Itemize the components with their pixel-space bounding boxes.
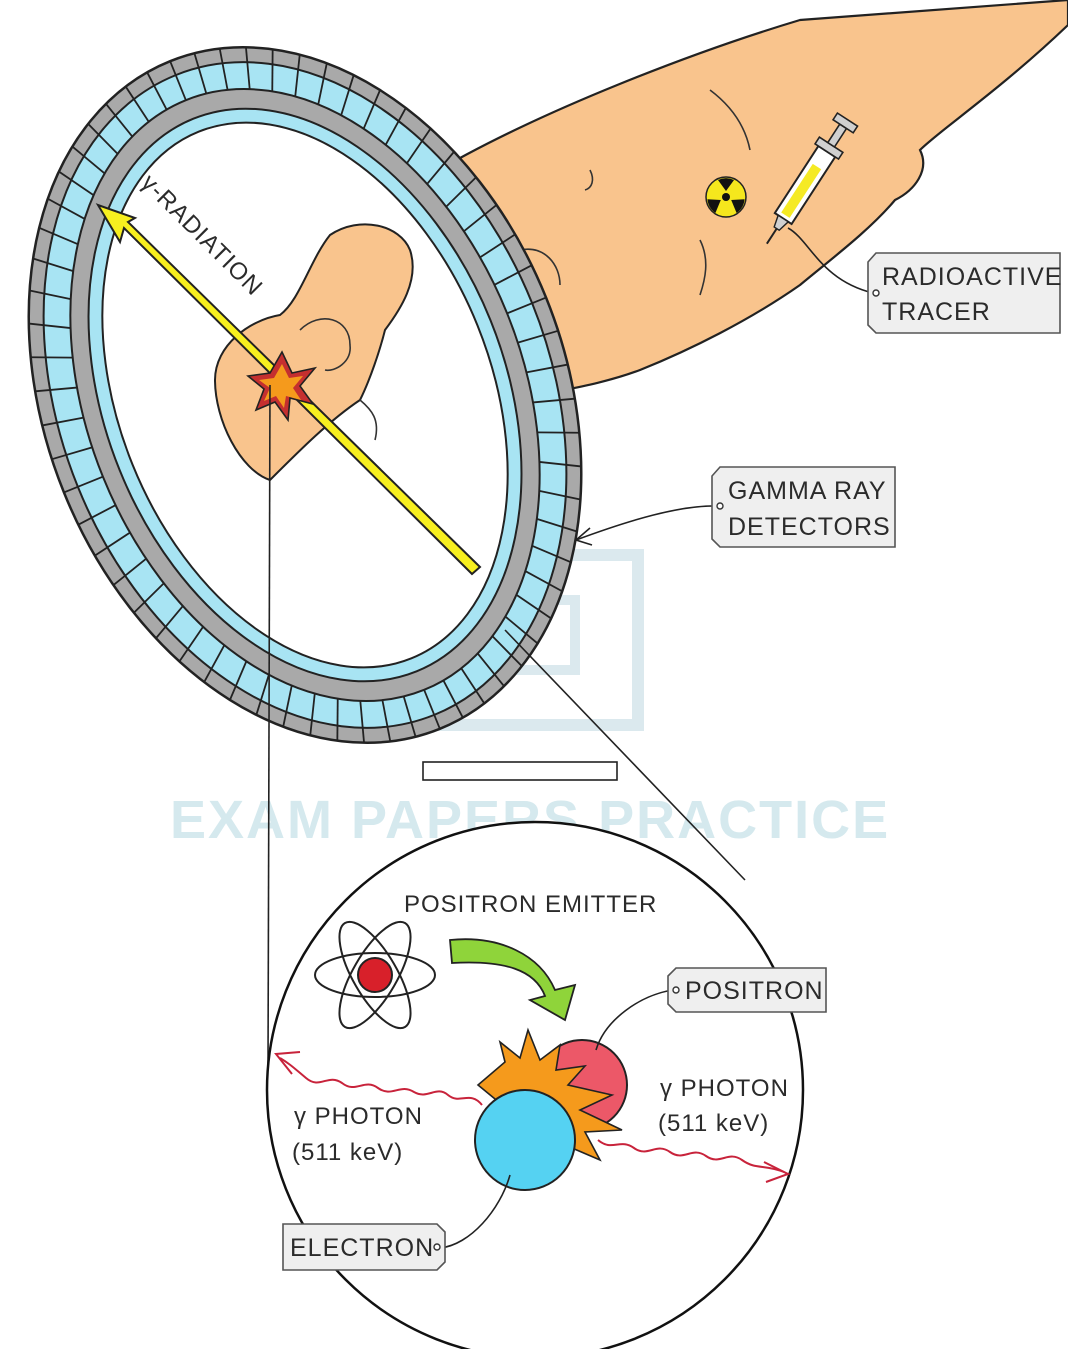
detectors-label-line1: GAMMA RAY [728, 477, 887, 505]
electron-label: ELECTRON [290, 1234, 434, 1262]
positron-label: POSITRON [685, 977, 824, 1005]
detectors-label-line2: DETECTORS [728, 513, 891, 541]
blank-box [423, 762, 617, 780]
gamma-detectors-tag: GAMMA RAY DETECTORS [576, 467, 895, 547]
electron-tag-hole [434, 1244, 440, 1250]
photon-left-energy: (511 keV) [292, 1139, 403, 1166]
radiation-hazard-icon [706, 177, 746, 217]
electron-particle [475, 1090, 575, 1190]
positron-emitter-label: POSITRON EMITTER [404, 891, 657, 918]
tracer-label-line1: RADIOACTIVE [882, 263, 1062, 291]
photon-left-name: γ PHOTON [294, 1103, 423, 1130]
detectors-pointer-line [576, 506, 718, 540]
tracer-tag-hole [873, 290, 879, 296]
photon-right-name: γ PHOTON [660, 1075, 789, 1102]
tracer-label-line2: TRACER [882, 298, 991, 326]
detectors-tag-hole [717, 503, 723, 509]
positron-tag-hole [673, 987, 679, 993]
photon-right-energy: (511 keV) [658, 1110, 769, 1137]
